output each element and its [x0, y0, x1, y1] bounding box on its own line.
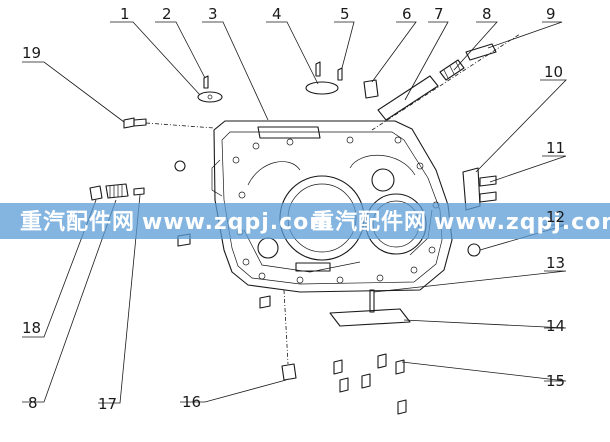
callout-7: 7	[434, 5, 444, 23]
watermark-url-2: www.zqpj.com	[434, 210, 610, 235]
callout-8-bottom: 8	[28, 394, 38, 412]
callout-6: 6	[402, 5, 412, 23]
watermark-band: 重汽配件网 www.zqpj.com 重汽配件网 www.zqpj.com	[0, 203, 610, 239]
cover-plate-4	[305, 61, 343, 95]
oil-plate-14	[329, 289, 411, 327]
callout-5: 5	[340, 5, 350, 23]
callout-14: 14	[546, 317, 565, 335]
callout-16: 16	[182, 393, 201, 411]
watermark-background	[0, 203, 610, 239]
watermark-cn-1: 重汽配件网	[20, 209, 135, 235]
callout-3: 3	[208, 5, 218, 23]
washer-plate-2	[197, 75, 223, 103]
callout-13: 13	[546, 254, 565, 272]
callout-10: 10	[544, 63, 563, 81]
bolts-15	[333, 353, 407, 415]
callout-labels: 1 2 3 4 5 6 7 8 9 10 11 12 13 14 15 16 1…	[22, 5, 565, 413]
gearbox-housing	[211, 120, 453, 293]
callout-4: 4	[272, 5, 282, 23]
watermark-url-1: www.zqpj.com	[142, 210, 333, 235]
plug-12	[467, 243, 481, 257]
callout-19: 19	[22, 44, 41, 62]
callout-2: 2	[162, 5, 172, 23]
callout-11: 11	[546, 139, 565, 157]
bolt-19	[123, 117, 215, 129]
callout-1: 1	[120, 5, 130, 23]
callout-15: 15	[546, 372, 565, 390]
callout-12: 12	[546, 208, 565, 226]
watermark-cn-2: 重汽配件网	[312, 209, 427, 235]
nut-6	[363, 79, 379, 99]
callout-8-top: 8	[482, 5, 492, 23]
callout-17: 17	[98, 395, 117, 413]
callout-18: 18	[22, 319, 41, 337]
drain-plug-16	[281, 289, 297, 381]
shift-shaft-assembly	[371, 33, 521, 131]
callout-9: 9	[546, 5, 556, 23]
